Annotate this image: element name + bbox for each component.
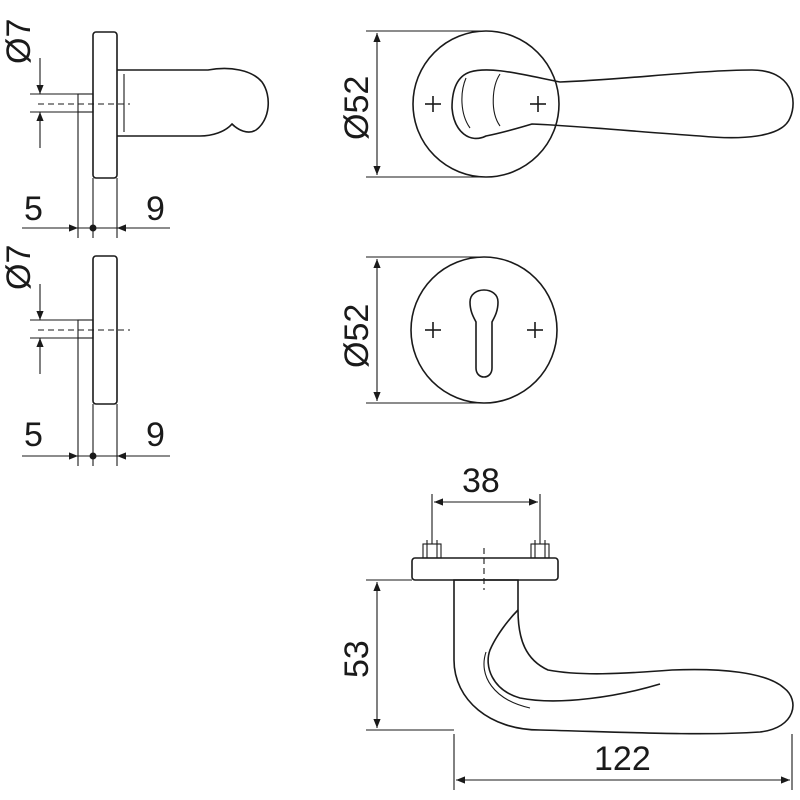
handle-neck-side (117, 67, 269, 137)
top-side-view: Ø7 5 9 (0, 19, 269, 238)
handle-front-view: Ø52 (338, 30, 794, 178)
spacing-38-label: 38 (462, 462, 500, 500)
spindle-stub (77, 319, 94, 339)
lever-side (453, 579, 794, 735)
bottom-side-view: Ø7 5 9 (0, 245, 170, 466)
handle-side-view: 38 53 122 (338, 462, 794, 790)
dim-5-label: 5 (24, 416, 43, 454)
escutcheon-front-view: Ø52 (338, 256, 558, 404)
screw-cross-right-icon (527, 322, 543, 338)
screw-head-left (422, 543, 442, 559)
diameter-52-label: Ø52 (338, 76, 376, 140)
lever-front (451, 69, 794, 140)
length-122-label: 122 (594, 740, 651, 778)
screw-cross-left-icon (425, 322, 441, 338)
height-53-label: 53 (338, 640, 376, 678)
diameter-52-label: Ø52 (338, 304, 376, 368)
screw-cross-right-icon (530, 96, 546, 112)
keyhole-icon (469, 289, 499, 378)
dim-9-label: 9 (146, 190, 165, 228)
rose-plate-side (92, 31, 118, 179)
dim-9-label: 9 (146, 416, 165, 454)
diameter-7-label: Ø7 (0, 19, 38, 64)
base-plate (411, 557, 559, 581)
spindle-stub (77, 93, 94, 113)
escutcheon-outline (410, 256, 558, 404)
screw-cross-left-icon (425, 96, 441, 112)
diameter-7-label: Ø7 (0, 245, 38, 290)
dim-5-label: 5 (24, 190, 43, 228)
rose-outline (412, 30, 560, 178)
screw-head-right (530, 543, 550, 559)
